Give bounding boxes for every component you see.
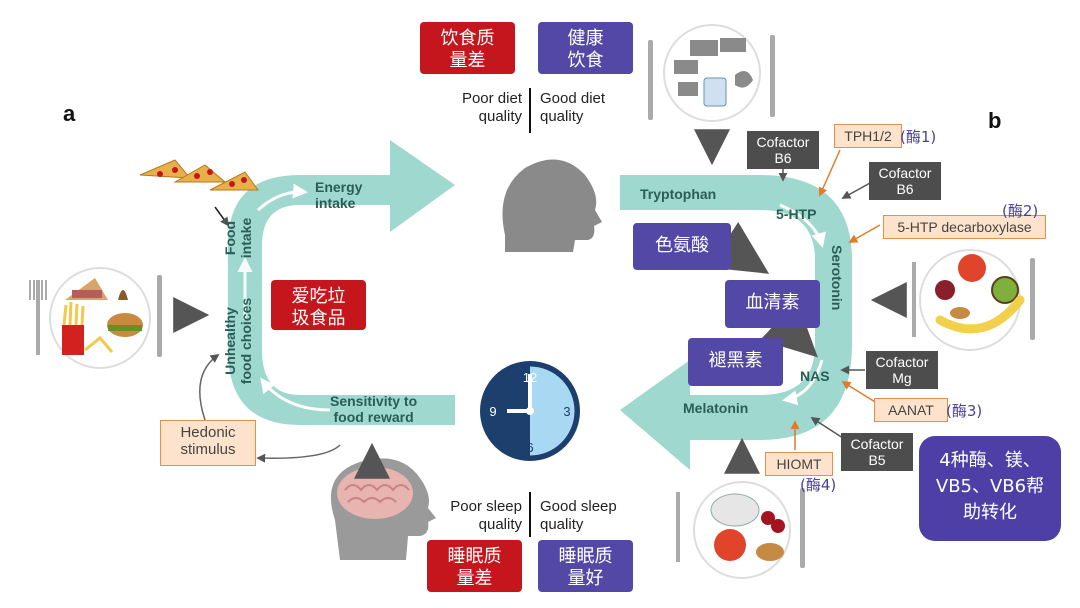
poor-diet-cn-badge: 饮食质 量差 (420, 22, 515, 74)
protein-plate-icon (676, 481, 805, 579)
food-intake-label: Food intake (222, 217, 254, 259)
melatonin-label: Melatonin (683, 400, 749, 416)
tryptophan-cn-badge: 色氨酸 (633, 223, 731, 270)
tph-enzyme-cn: (酶1) (900, 128, 937, 146)
tph-enzyme-box: TPH1/2 (834, 124, 902, 148)
good-sleep-cn-badge: 睡眠质 量好 (538, 540, 633, 592)
clock-6: 6 (526, 440, 533, 455)
5htp-label: 5-HTP (776, 206, 817, 222)
fruit-plate-icon (912, 249, 1035, 351)
unhealthy-food-choices-label: Unhealthy food choices (222, 297, 254, 385)
conversion-summary-box: 4种酶、镁、 VB5、VB6帮 助转化 (919, 436, 1061, 541)
farm-animals-plate-icon (648, 24, 775, 122)
nas-label: NAS (800, 368, 830, 384)
cofactor-b5: Cofactor B5 (841, 433, 913, 471)
aanat-enzyme-box: AANAT (874, 398, 948, 422)
cycle-a-arrow (228, 140, 455, 425)
decarboxylase-enzyme-box: 5-HTP decarboxylase (883, 215, 1046, 239)
head-silhouette-icon (502, 159, 602, 252)
clock-9: 9 (489, 404, 496, 419)
hiomt-enzyme-cn: (酶4) (800, 476, 837, 494)
melatonin-cn-badge: 褪黑素 (688, 338, 783, 386)
serotonin-label: Serotonin (829, 245, 845, 311)
sensitivity-food-reward-label: Sensitivity to food reward (330, 393, 418, 425)
cycle-b-arrow (620, 175, 852, 470)
cofactor-b6-1: Cofactor B6 (747, 131, 819, 169)
cofactor-mg: Cofactor Mg (866, 351, 938, 389)
tryptophan-label: Tryptophan (640, 186, 717, 202)
poor-sleep-label: Poor sleep quality (450, 498, 522, 533)
hedonic-stimulus-box: Hedonic stimulus (160, 420, 256, 466)
serotonin-cn-badge: 血清素 (725, 280, 820, 328)
brain-head-icon (330, 458, 436, 560)
cofactor-b6-2: Cofactor B6 (869, 162, 941, 200)
good-diet-cn-badge: 健康 饮食 (538, 22, 633, 74)
clock-icon (480, 361, 580, 461)
panel-letter-a: a (63, 101, 76, 126)
hiomt-enzyme-box: HIOMT (765, 452, 833, 476)
poor-diet-label: Poor diet quality (461, 90, 522, 125)
clock-12: 12 (523, 370, 537, 385)
panel-letter-b: b (988, 108, 1002, 133)
clock-3: 3 (563, 404, 570, 419)
junk-food-plate-icon (29, 267, 162, 369)
good-diet-label: Good diet quality (540, 90, 606, 125)
aanat-enzyme-cn: (酶3) (946, 402, 983, 420)
poor-sleep-cn-badge: 睡眠质 量差 (427, 540, 522, 592)
energy-intake-label: Energy intake (315, 179, 363, 211)
junk-food-cn-badge: 爱吃垃 圾食品 (271, 280, 366, 330)
pizza-icon (139, 159, 259, 191)
good-sleep-label: Good sleep quality (540, 498, 617, 533)
decarboxylase-enzyme-cn: (酶2) (1002, 202, 1039, 220)
